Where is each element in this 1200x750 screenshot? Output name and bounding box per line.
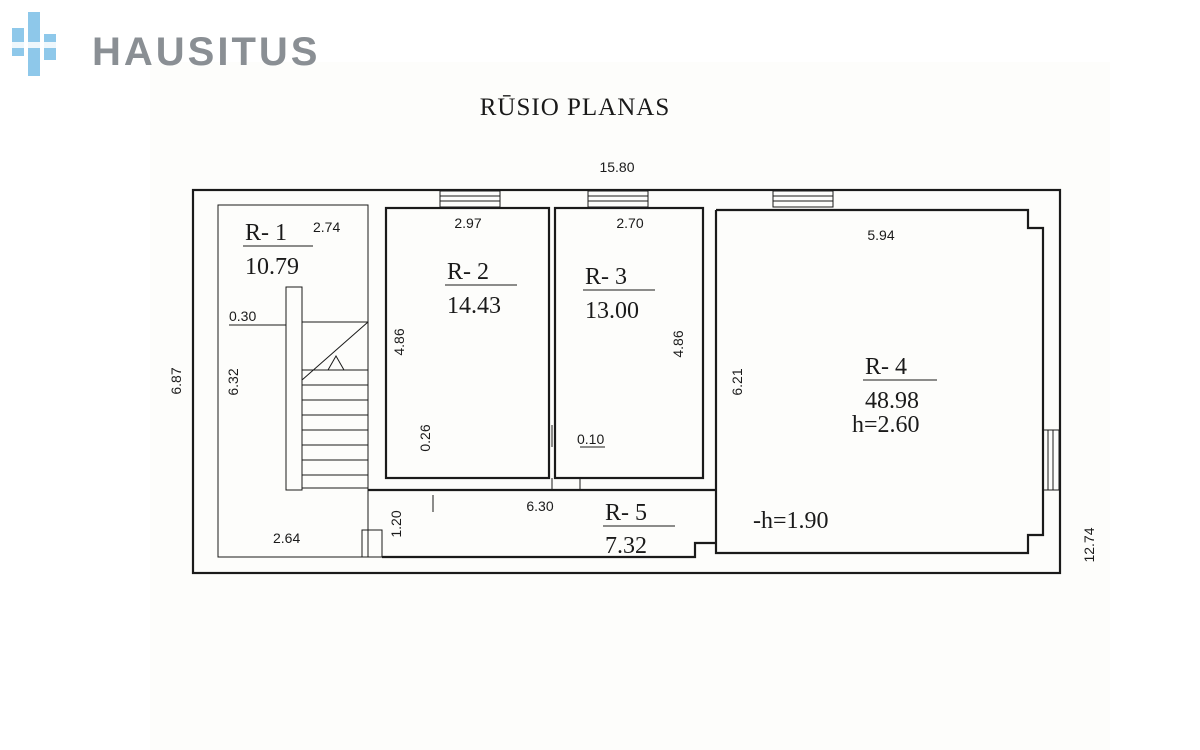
dim-r3-right: 4.86: [670, 330, 686, 357]
dim-r3-top: 2.70: [616, 215, 643, 231]
room-r2-area: 14.43: [447, 293, 501, 319]
dim-total-height: 6.87: [168, 367, 184, 394]
dim-r4-left: 6.21: [729, 368, 745, 395]
room-r3-id: R- 3: [585, 264, 627, 290]
dim-r1-left: 6.32: [225, 368, 241, 395]
dimension-ticks: [229, 324, 605, 512]
room-r3: [553, 206, 705, 480]
dim-r5-top: 6.30: [526, 498, 553, 514]
room-r2: [384, 206, 551, 480]
dim-r1-bottom: 2.64: [273, 530, 300, 546]
room-r5-id: R- 5: [605, 500, 647, 526]
outer-walls: [191, 188, 1062, 575]
room-labels: R- 1 10.79 R- 2 14.43 R- 3 13.00 R- 4 48…: [243, 220, 937, 559]
room-r1-id: R- 1: [245, 220, 287, 246]
basement-height-note: -h=1.90: [753, 508, 829, 534]
room-r1: [285, 286, 383, 558]
room-r4: [714, 208, 1045, 555]
dim-r3-gap: 0.10: [577, 431, 604, 447]
room-r5: [368, 478, 716, 559]
windows: [439, 190, 1060, 491]
dim-r2-left: 4.86: [391, 328, 407, 355]
room-r1-area: 10.79: [245, 254, 299, 280]
brand-logo[interactable]: HAUSITUS: [12, 12, 332, 76]
logo-mark-icon: [12, 12, 56, 76]
room-r2-id: R- 2: [447, 259, 489, 285]
dim-r2-wall: 0.26: [417, 424, 433, 451]
plan-sheet: [150, 62, 1110, 750]
room-r4-area: 48.98: [865, 388, 919, 414]
room-r4-id: R- 4: [865, 354, 907, 380]
dim-total-width: 15.80: [599, 159, 634, 175]
brand-name: HAUSITUS: [92, 30, 321, 74]
room-r4-height: h=2.60: [852, 412, 920, 438]
dimension-labels: 15.80 6.87 12.74 2.74 6.32 2.64 0.30 2.9…: [168, 159, 1097, 563]
dim-r4-top: 5.94: [867, 227, 894, 243]
dim-perimeter-right: 12.74: [1081, 527, 1097, 562]
room-r3-area: 13.00: [585, 298, 639, 324]
dim-r1-top: 2.74: [313, 219, 340, 235]
dim-r5-left: 1.20: [388, 510, 404, 537]
dim-r2-top: 2.97: [454, 215, 481, 231]
stair-treads: [302, 354, 368, 489]
plan-title: RŪSIO PLANAS: [480, 94, 671, 121]
room-r5-area: 7.32: [605, 533, 647, 559]
dim-stair-offset: 0.30: [229, 308, 256, 324]
